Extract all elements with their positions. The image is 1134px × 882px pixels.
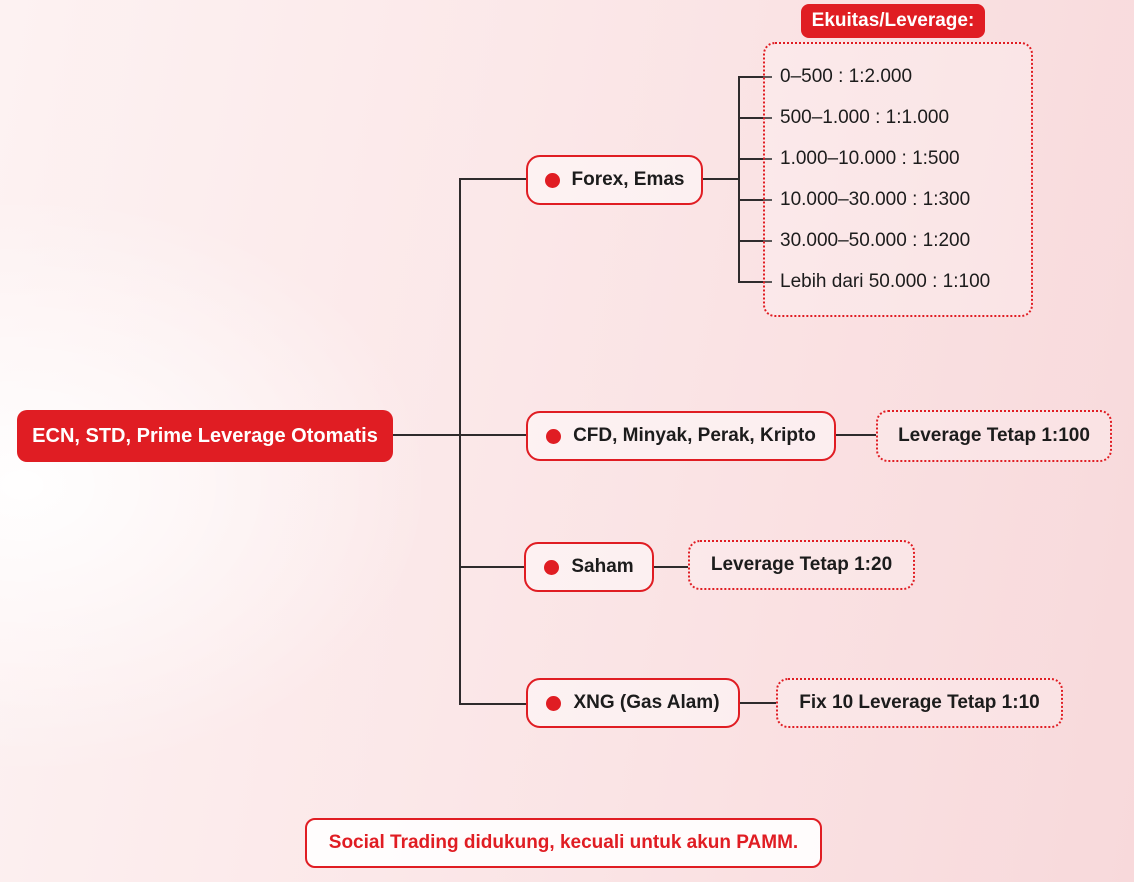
branch-label: XNG (Gas Alam)	[573, 692, 720, 713]
connector-forex-to-bracket	[703, 178, 740, 180]
bracket-tick	[738, 240, 772, 242]
equity-leverage-table	[763, 42, 1033, 317]
equity-leverage-title-badge: Ekuitas/Leverage:	[801, 4, 985, 38]
equity-leverage-row: 10.000–30.000 : 1:300	[780, 189, 971, 210]
footnote-social-trading: Social Trading didukung, kecuali untuk a…	[305, 818, 822, 868]
equity-leverage-title: Ekuitas/Leverage:	[811, 10, 975, 31]
root-node: ECN, STD, Prime Leverage Otomatis	[17, 410, 393, 462]
red-dot-icon	[544, 172, 560, 188]
leverage-pill-label: Leverage Tetap 1:100	[898, 425, 1090, 446]
branch-node-saham: Saham	[524, 542, 654, 592]
red-dot-icon	[546, 695, 562, 711]
equity-leverage-row: 500–1.000 : 1:1.000	[780, 107, 950, 128]
bracket-tick	[738, 199, 772, 201]
equity-leverage-row: Lebih dari 50.000 : 1:100	[780, 271, 991, 292]
bracket-tick	[738, 281, 772, 283]
connector-xng-to-leverage	[740, 702, 776, 704]
equity-leverage-row: 0–500 : 1:2.000	[780, 66, 913, 87]
connector-spine	[459, 178, 461, 705]
red-dot-icon	[546, 428, 562, 444]
leverage-pill-cfd: Leverage Tetap 1:100	[876, 410, 1112, 462]
bracket-tick	[738, 117, 772, 119]
equity-leverage-row: 1.000–10.000 : 1:500	[780, 148, 960, 169]
leverage-pill-label: Leverage Tetap 1:20	[710, 554, 893, 575]
bracket-tick	[738, 158, 772, 160]
equity-leverage-row: 30.000–50.000 : 1:200	[780, 230, 971, 251]
branch-node-xng-gas-alam: XNG (Gas Alam)	[526, 678, 740, 728]
branch-node-cfd-minyak-perak-kripto: CFD, Minyak, Perak, Kripto	[526, 411, 836, 461]
leverage-pill-label: Fix 10 Leverage Tetap 1:10	[799, 692, 1040, 713]
bracket-tick	[738, 76, 772, 78]
connector-spine-to-xng	[459, 703, 527, 705]
bracket-spine	[738, 76, 740, 283]
branch-node-forex-emas: Forex, Emas	[526, 155, 703, 205]
red-dot-icon	[544, 559, 560, 575]
root-node-label: ECN, STD, Prime Leverage Otomatis	[32, 424, 378, 447]
connector-cfd-to-leverage	[836, 434, 876, 436]
branch-label: Saham	[571, 556, 634, 577]
footnote-label: Social Trading didukung, kecuali untuk a…	[328, 832, 799, 853]
leverage-pill-saham: Leverage Tetap 1:20	[688, 540, 915, 590]
branch-label: Forex, Emas	[571, 169, 685, 190]
leverage-pill-xng: Fix 10 Leverage Tetap 1:10	[776, 678, 1063, 728]
branch-label: CFD, Minyak, Perak, Kripto	[573, 425, 816, 446]
connector-saham-to-leverage	[654, 566, 688, 568]
connector-spine-to-forex	[459, 178, 527, 180]
connector-spine-to-saham	[459, 566, 525, 568]
